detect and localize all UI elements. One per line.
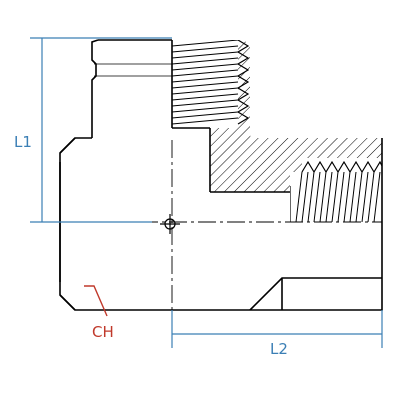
- top-thread: [172, 40, 250, 128]
- top-thread-profile: [236, 40, 250, 125]
- dimension-l2: [171, 310, 383, 348]
- side-thread-roots: [295, 171, 381, 222]
- ch-label: CH: [92, 323, 114, 341]
- top-thread-roots: [172, 40, 239, 125]
- ch-callout: [84, 285, 108, 317]
- dimension-l1: [30, 37, 172, 223]
- side-thread-profile: [301, 160, 382, 174]
- l2-label: L2: [270, 340, 288, 358]
- center-lines: [140, 140, 382, 310]
- center-mark: [160, 214, 180, 234]
- l1-label: L1: [14, 133, 32, 151]
- side-thread: [290, 160, 382, 222]
